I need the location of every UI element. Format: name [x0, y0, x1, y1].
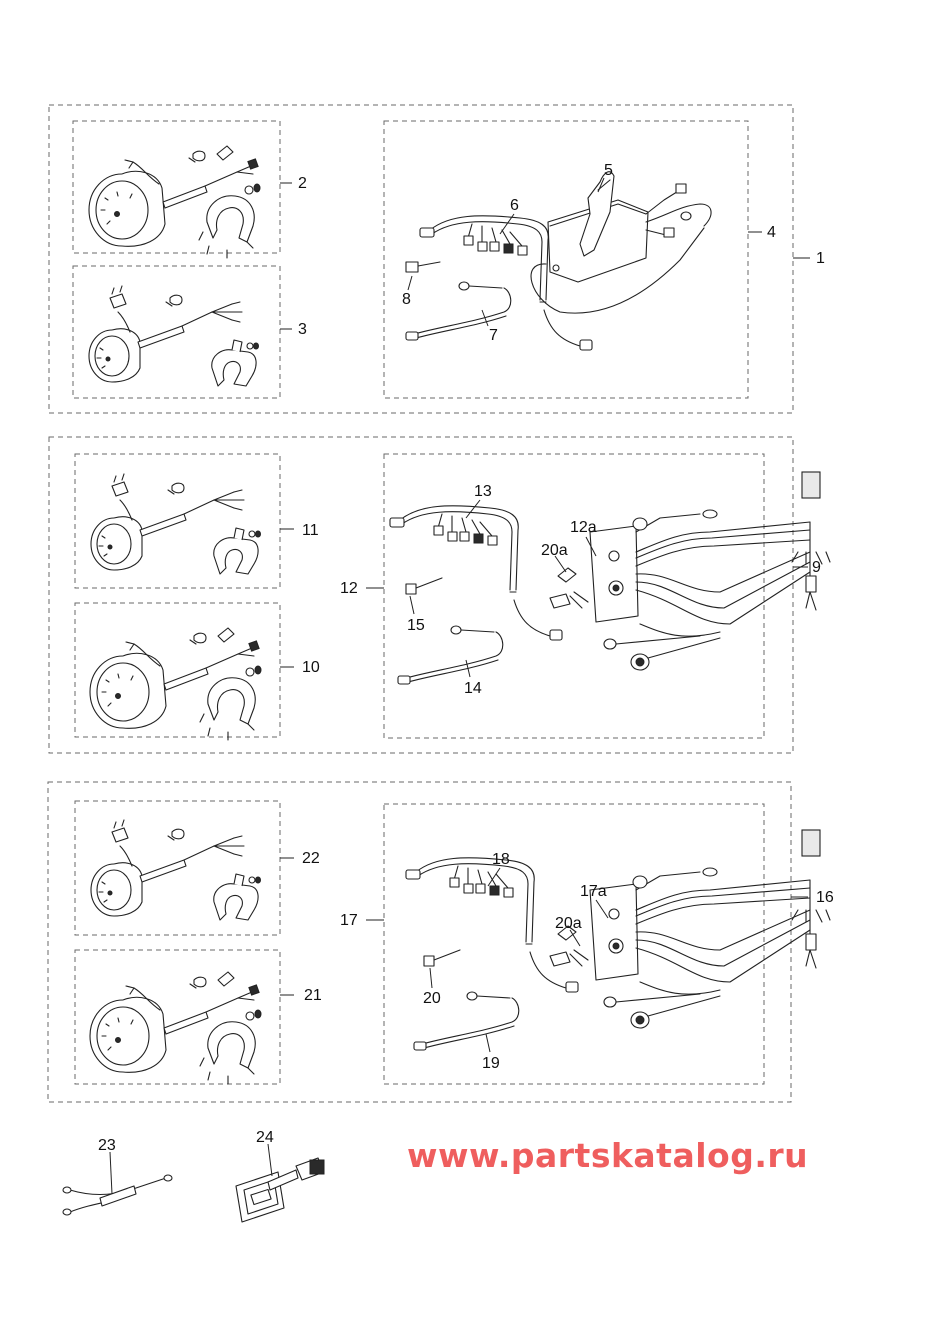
- control-panel-12a-illustration: [549, 471, 831, 671]
- gauge-kit-3-illustration: [88, 285, 260, 387]
- tachometer-kit-21-illustration: [89, 971, 262, 1085]
- callout-7: 7: [489, 327, 498, 344]
- callout-20a-upper: 20a: [541, 542, 568, 559]
- control-panel-17a-illustration: [549, 829, 831, 1029]
- kit-21-frame: [74, 949, 281, 1085]
- kit-group-16: [47, 781, 831, 1103]
- callout-19: 19: [482, 1055, 500, 1072]
- callout-11: 11: [302, 522, 319, 539]
- callout-6: 6: [510, 197, 519, 214]
- callout-9: 9: [812, 559, 821, 576]
- kit-group-9: [48, 436, 831, 754]
- callout-24: 24: [256, 1129, 274, 1146]
- callout-1: 1: [816, 250, 825, 267]
- remote-control-box-illustration: [530, 171, 712, 314]
- kit-10-frame: [74, 602, 281, 738]
- connector-15-illustration: [405, 577, 443, 595]
- leader-lines: [109, 177, 810, 1195]
- extension-cable-23-illustration: [62, 1174, 173, 1216]
- callouts: 1 2 3 4 5 6 7 8 9 10 11 12 12a 13 14 15 …: [98, 162, 834, 1154]
- wiring-harness-18-illustration: [405, 857, 579, 993]
- tachometer-kit-10-illustration: [89, 627, 262, 741]
- callout-8: 8: [402, 291, 411, 308]
- callout-23: 23: [98, 1137, 116, 1154]
- callout-5: 5: [604, 162, 613, 179]
- kit-11-frame: [74, 453, 281, 589]
- kit-1-frame: [48, 104, 794, 414]
- callout-14: 14: [464, 680, 482, 697]
- switch-panel-24-illustration: [235, 1157, 325, 1223]
- callout-20: 20: [423, 990, 441, 1007]
- kit-3-frame: [72, 265, 281, 399]
- kit-4-frame: [383, 120, 749, 399]
- callout-12a: 12a: [570, 519, 597, 536]
- callout-16: 16: [816, 889, 834, 906]
- kit-22-frame: [74, 800, 281, 936]
- tachometer-kit-2-illustration: [88, 145, 261, 259]
- callout-4: 4: [767, 224, 776, 241]
- gauge-kit-11-illustration: [90, 473, 262, 575]
- kit-12-frame: [383, 453, 765, 739]
- callout-10: 10: [302, 659, 320, 676]
- callout-2: 2: [298, 175, 307, 192]
- site-watermark: www.partskatalog.ru: [407, 1136, 809, 1175]
- kit-group-1: [48, 104, 794, 414]
- harness-connector-8-illustration: [405, 261, 441, 273]
- kit-9-frame: [48, 436, 794, 754]
- callout-18: 18: [492, 851, 510, 868]
- callout-3: 3: [298, 321, 307, 338]
- gauge-kit-22-illustration: [90, 819, 262, 921]
- kit-2-frame: [72, 120, 281, 254]
- callout-12: 12: [340, 580, 358, 597]
- connector-20-illustration: [423, 949, 461, 967]
- callout-20a-lower: 20a: [555, 915, 582, 932]
- callout-17: 17: [340, 912, 358, 929]
- callout-22: 22: [302, 850, 320, 867]
- callout-15: 15: [407, 617, 425, 634]
- kit-17-frame: [383, 803, 765, 1085]
- callout-21: 21: [304, 987, 322, 1004]
- sensor-cable-14-illustration: [397, 625, 504, 685]
- callout-13: 13: [474, 483, 492, 500]
- callout-17a: 17a: [580, 883, 607, 900]
